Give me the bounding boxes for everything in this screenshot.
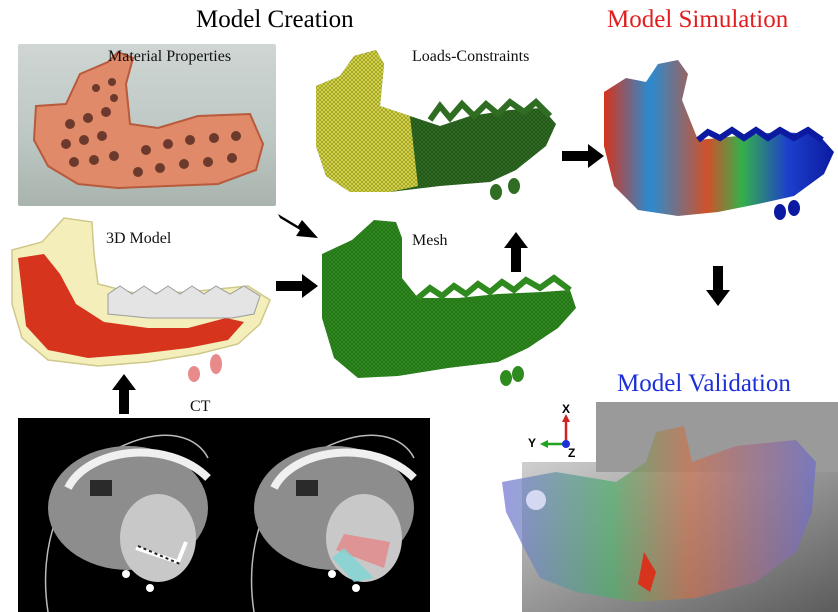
ct-scan-left — [46, 435, 208, 612]
arrow-simulation-to-validation — [706, 266, 730, 306]
mesh-label: Mesh — [412, 232, 448, 250]
model-3d-label: 3D Model — [106, 230, 171, 248]
arrow-ct-to-3d — [112, 374, 136, 414]
ct-scan-right — [252, 435, 414, 612]
loads-constraints-label: Loads-Constraints — [412, 48, 529, 66]
loads-constraints-model — [310, 46, 572, 206]
axis-y-label: Y — [528, 436, 536, 450]
material-properties-label: Material Properties — [108, 48, 231, 66]
axis-z-label: Z — [568, 446, 575, 460]
arrow-mesh-to-loads — [504, 232, 528, 272]
axis-x-label: X — [562, 402, 570, 416]
arrow-loads-to-simulation — [562, 144, 604, 168]
ct-label: CT — [190, 398, 210, 416]
ct-scan-panel — [18, 418, 430, 612]
model-validation-title: Model Validation — [617, 370, 791, 398]
model-simulation-title: Model Simulation — [607, 6, 788, 34]
material-properties-photo — [18, 44, 276, 206]
mesh-model — [318, 218, 580, 388]
simulation-heatmap-model — [598, 56, 838, 226]
arrow-material-to-mesh — [278, 206, 320, 240]
model-creation-title: Model Creation — [196, 6, 354, 34]
arrow-3d-to-mesh — [276, 274, 318, 298]
coordinate-axes-icon — [526, 402, 586, 460]
